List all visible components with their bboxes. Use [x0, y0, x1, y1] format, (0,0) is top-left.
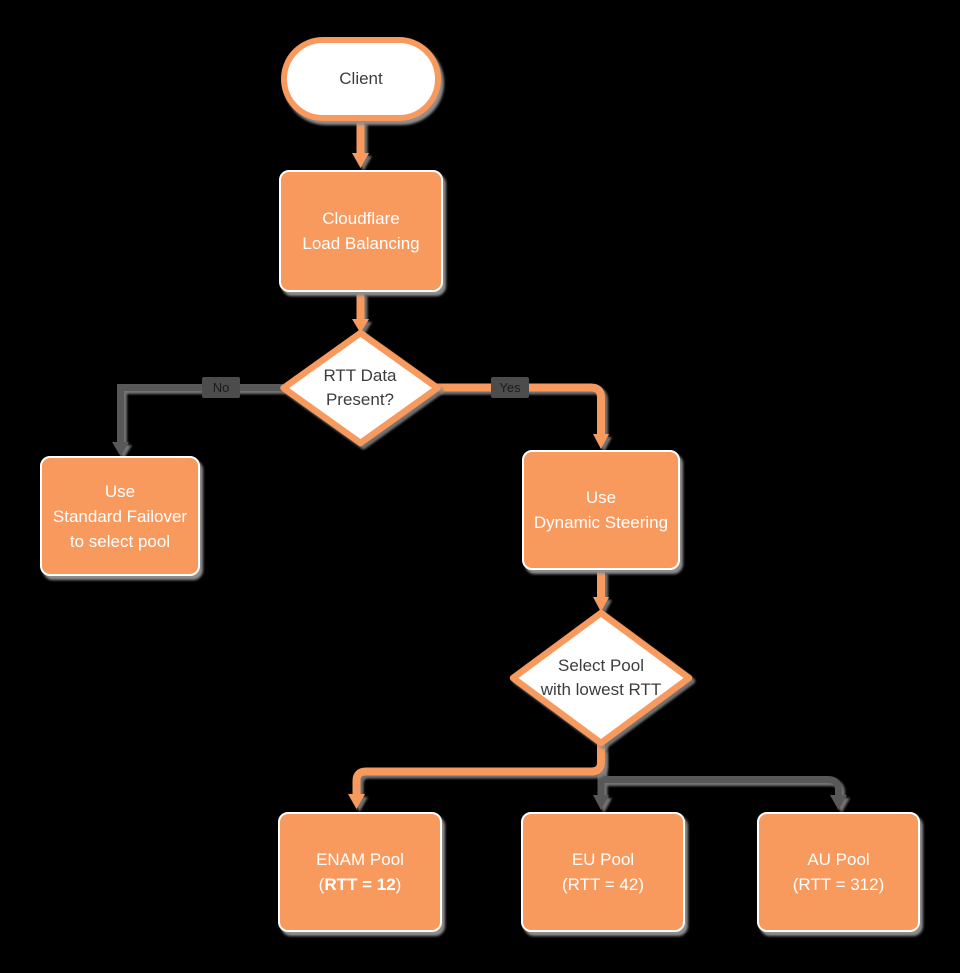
- arrowhead-to-lb-icon: [352, 153, 369, 168]
- enam-pool-rtt: (RTT = 12): [319, 872, 402, 897]
- au-pool-rtt: (RTT = 312): [792, 875, 885, 894]
- edge-yes-branch: [437, 383, 605, 435]
- arrowhead-to-eu-icon: [593, 795, 609, 810]
- eu-pool-name: EU Pool: [571, 850, 635, 869]
- client-label: Client: [339, 69, 383, 88]
- lb-label-line1: Cloudflare: [322, 209, 400, 228]
- failover-line2: Standard Failover: [52, 506, 188, 526]
- steering-line1: Use: [585, 488, 617, 507]
- lb-label-line2: Load Balancing: [302, 234, 420, 253]
- node-client: Client: [281, 37, 441, 121]
- failover-line1: Use: [104, 481, 136, 501]
- failover-line3: to select pool: [69, 531, 171, 551]
- node-eu-pool: EU Pool (RTT = 42): [521, 812, 685, 932]
- arrowhead-to-decision-icon: [352, 319, 369, 333]
- enam-rtt-open: (: [318, 875, 325, 894]
- node-load-balancer: Cloudflare Load Balancing: [279, 170, 443, 292]
- enam-rtt-close: ): [395, 875, 402, 894]
- node-dynamic-steering: Use Dynamic Steering: [522, 450, 680, 570]
- decision-shapes: [280, 329, 693, 747]
- steering-line2: Dynamic Steering: [533, 513, 669, 532]
- arrowhead-to-failover-icon: [112, 442, 129, 456]
- decision-pool-shape: [509, 609, 693, 747]
- arrowhead-to-au-icon: [830, 795, 847, 810]
- edge-to-enam-pool: [352, 743, 605, 795]
- edge-label-no: No: [202, 377, 240, 398]
- au-pool-name: AU Pool: [807, 850, 870, 869]
- arrowhead-to-steering-icon: [593, 434, 609, 449]
- node-au-pool: AU Pool (RTT = 312): [757, 812, 920, 932]
- decision-rtt-shape: [280, 329, 441, 447]
- orange-edges: [348, 121, 609, 809]
- eu-pool-rtt: (RTT = 42): [561, 875, 645, 894]
- node-standard-failover: Use Standard Failover to select pool: [40, 456, 200, 576]
- arrowhead-to-decision2-icon: [593, 597, 609, 612]
- gray-edges: [112, 384, 847, 810]
- arrowhead-to-enam-icon: [348, 794, 365, 809]
- edge-label-yes: Yes: [491, 377, 529, 398]
- node-enam-pool: ENAM Pool (RTT = 12): [278, 812, 442, 932]
- enam-pool-name: ENAM Pool: [316, 850, 404, 869]
- edge-to-au-pool: [601, 776, 842, 796]
- enam-rtt-value: RTT = 12: [324, 875, 396, 894]
